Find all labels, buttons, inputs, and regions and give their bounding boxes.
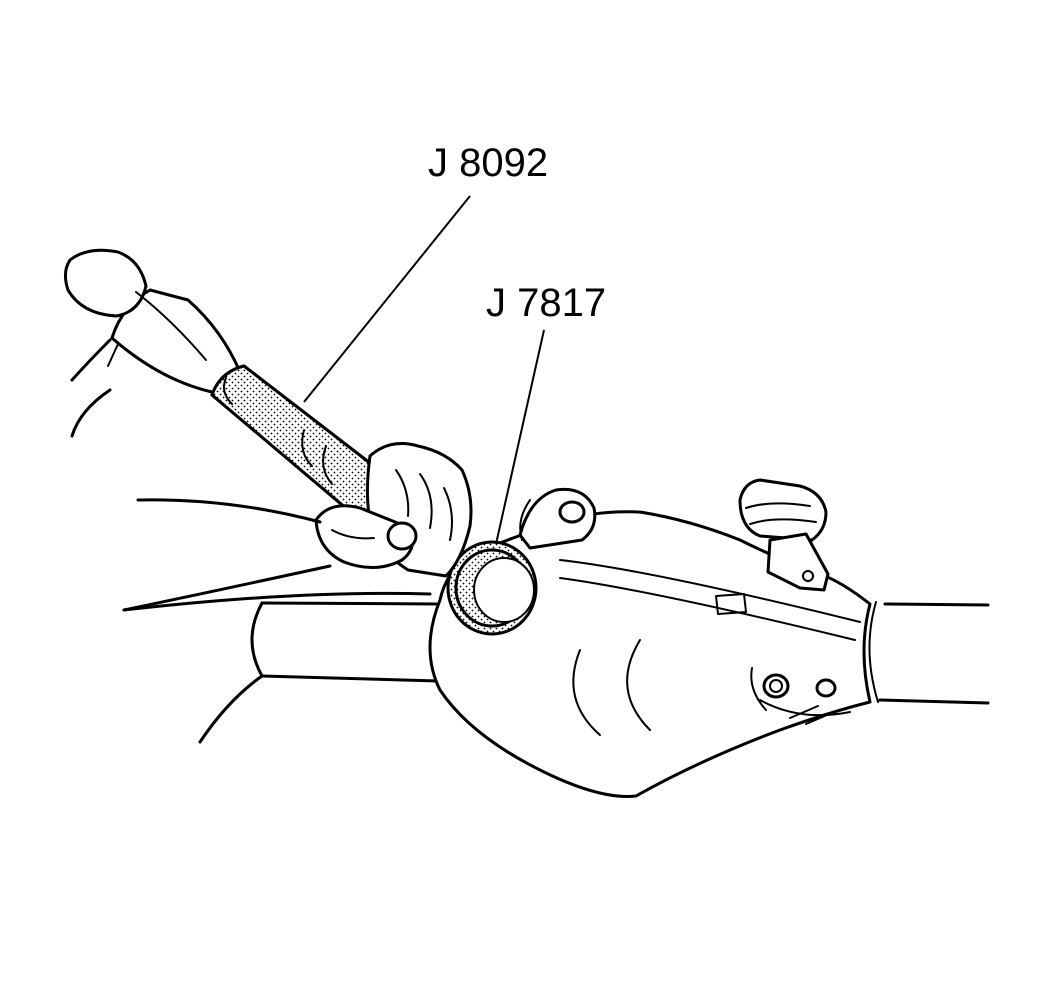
mounting-bracket-left xyxy=(518,487,597,550)
callout-j8092: J 8092 xyxy=(428,141,548,185)
driver-sleeve xyxy=(446,540,538,636)
hand-lower xyxy=(314,504,418,569)
frame-rail xyxy=(122,591,440,744)
leader-line-j7817 xyxy=(495,329,545,545)
axle-tube xyxy=(855,601,990,705)
mounting-bracket-right xyxy=(738,478,830,592)
hammer xyxy=(63,248,242,438)
forearm xyxy=(122,498,332,612)
callout-j7817: J 7817 xyxy=(486,281,606,325)
driver-handle xyxy=(210,364,395,523)
housing-bolts xyxy=(750,667,837,711)
leader-line-j8092 xyxy=(303,195,471,403)
